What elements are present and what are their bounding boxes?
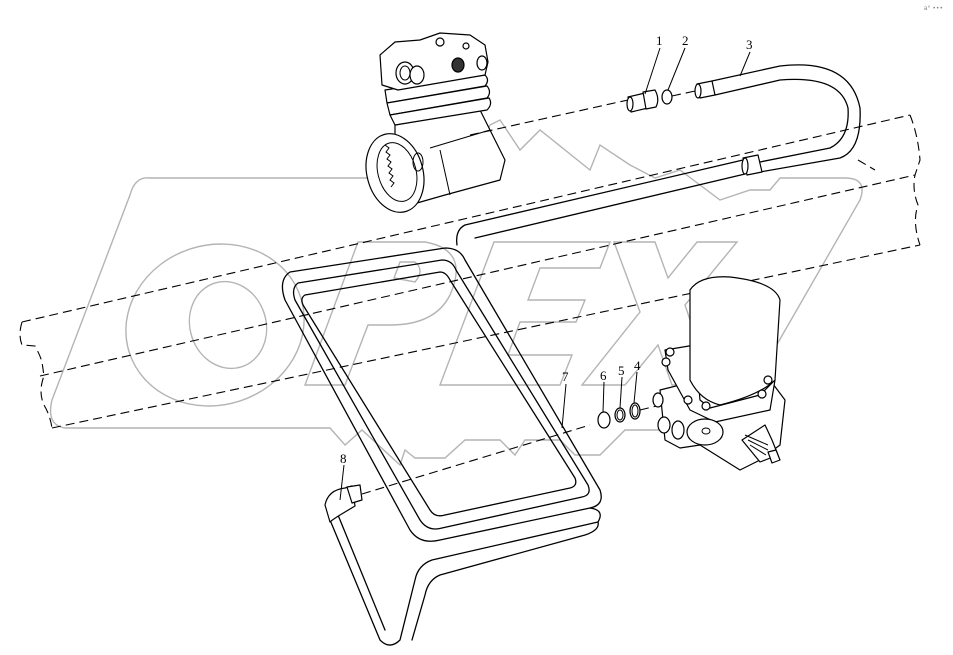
callout-6: 6 [600,368,607,413]
part-2-washer [661,89,673,105]
corner-mark: a° ••• [923,5,943,12]
svg-text:7: 7 [562,369,569,384]
svg-text:4: 4 [634,358,641,373]
frame-rail [19,114,921,429]
svg-text:8: 8 [340,451,347,466]
svg-text:1: 1 [656,33,663,48]
air-dryer [652,276,786,471]
part-7-pipe-loop [281,247,602,646]
svg-text:5: 5 [618,363,625,378]
part-1-connector [626,89,659,113]
svg-text:2: 2 [682,33,689,48]
air-compressor [365,32,506,213]
callout-8: 8 [339,451,347,501]
callout-1: 1 [644,33,663,95]
svg-text:3: 3 [746,37,753,52]
callout-7: 7 [561,369,569,429]
upper-fittings [456,64,861,246]
opex-watermark [49,119,863,467]
callout-5: 5 [618,363,625,409]
lower-fittings [597,402,666,429]
callouts: 1 2 3 4 5 6 7 8 [339,33,753,501]
callout-4: 4 [633,358,641,404]
callout-3: 3 [739,37,753,77]
part-6-nut [597,411,611,429]
svg-text:6: 6 [600,368,607,383]
part-3-pipe [456,64,861,246]
part-8-elbow [324,424,591,523]
callout-2: 2 [667,33,689,91]
